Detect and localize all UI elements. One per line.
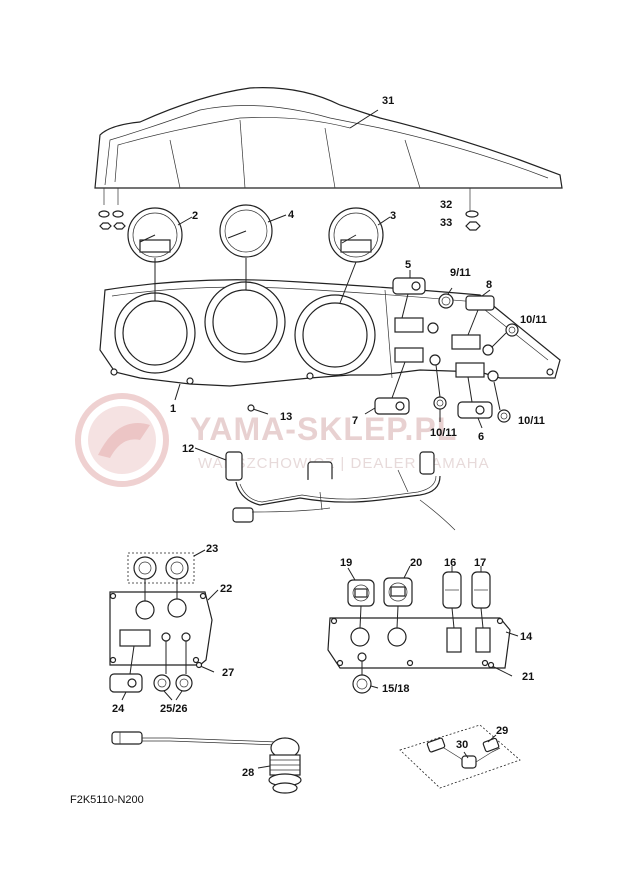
callout-21: 21 (522, 671, 534, 683)
callout-17: 17 (474, 557, 486, 569)
cap-9-11 (438, 293, 454, 309)
nut-33 (465, 221, 481, 231)
callout-33: 33 (440, 217, 452, 229)
callout-20: 20 (410, 557, 422, 569)
callout-9-11: 9/11 (450, 267, 471, 279)
screw-21 (487, 661, 513, 677)
callout-24: 24 (112, 703, 125, 715)
socket-19 (347, 579, 375, 607)
gauge-4 (219, 204, 273, 258)
callout-4: 4 (288, 209, 295, 221)
screw-13 (247, 404, 269, 415)
callout-10-11-b: 10/11 (430, 427, 457, 439)
callout-16: 16 (444, 557, 456, 569)
callout-19: 19 (340, 557, 352, 569)
diagram-code: F2K5110-N200 (70, 794, 144, 806)
gauge-2 (127, 207, 183, 263)
callout-12: 12 (182, 443, 194, 455)
callout-28: 28 (242, 767, 254, 779)
callout-22: 22 (220, 583, 232, 595)
knobs-23 (127, 552, 195, 584)
callout-30: 30 (456, 739, 468, 751)
callout-10-11-c: 10/11 (518, 415, 545, 427)
callout-29: 29 (496, 725, 508, 737)
callout-13: 13 (280, 411, 292, 423)
cap-10-11-lower (497, 409, 511, 423)
callout-23: 23 (206, 543, 218, 555)
caps-25-26 (153, 641, 193, 692)
callout-2: 2 (192, 210, 198, 222)
callout-32: 32 (440, 199, 452, 211)
callout-27: 27 (222, 667, 234, 679)
switch-24 (109, 673, 143, 693)
washer-32 (465, 210, 479, 218)
watermark-tagline: WARSZCHOWICZ | DEALER YAMAHA (198, 455, 490, 472)
callout-3: 3 (390, 210, 396, 222)
screw-27 (195, 661, 215, 673)
switch-6 (457, 401, 493, 419)
callout-1: 1 (170, 403, 176, 415)
instrument-panel (99, 258, 561, 387)
callout-31: 31 (382, 95, 394, 107)
nut-hardware-left (98, 210, 126, 230)
rocker-16 (442, 571, 462, 609)
panel-14 (327, 605, 511, 669)
panel-22 (109, 579, 213, 666)
callout-15-18: 15/18 (382, 683, 410, 695)
sensor-cable-28 (111, 731, 302, 794)
switch-7 (374, 397, 410, 415)
watermark: YAMA-SKLEP.PL WARSZCHOWICZ | DEALER YAMA… (75, 393, 490, 487)
wire-harness-12 (225, 451, 456, 531)
switch-5 (392, 277, 426, 295)
callout-5: 5 (405, 259, 411, 271)
switch-8 (465, 295, 495, 311)
callout-14: 14 (520, 631, 533, 643)
cap-10-11-middle (433, 396, 447, 410)
gauge-3 (328, 207, 384, 263)
callout-8: 8 (486, 279, 492, 291)
rocker-17 (471, 571, 491, 609)
callout-10-11-a: 10/11 (520, 314, 547, 326)
cap-15-18 (352, 661, 372, 694)
watermark-brand: YAMA-SKLEP.PL (190, 411, 457, 447)
callout-7: 7 (352, 415, 358, 427)
cap-10-11-upper (505, 323, 519, 337)
dash-cover (94, 87, 563, 212)
socket-20 (383, 577, 413, 607)
callout-25-26: 25/26 (160, 703, 188, 715)
connector-kit-29 (399, 724, 521, 789)
callout-6: 6 (478, 431, 484, 443)
